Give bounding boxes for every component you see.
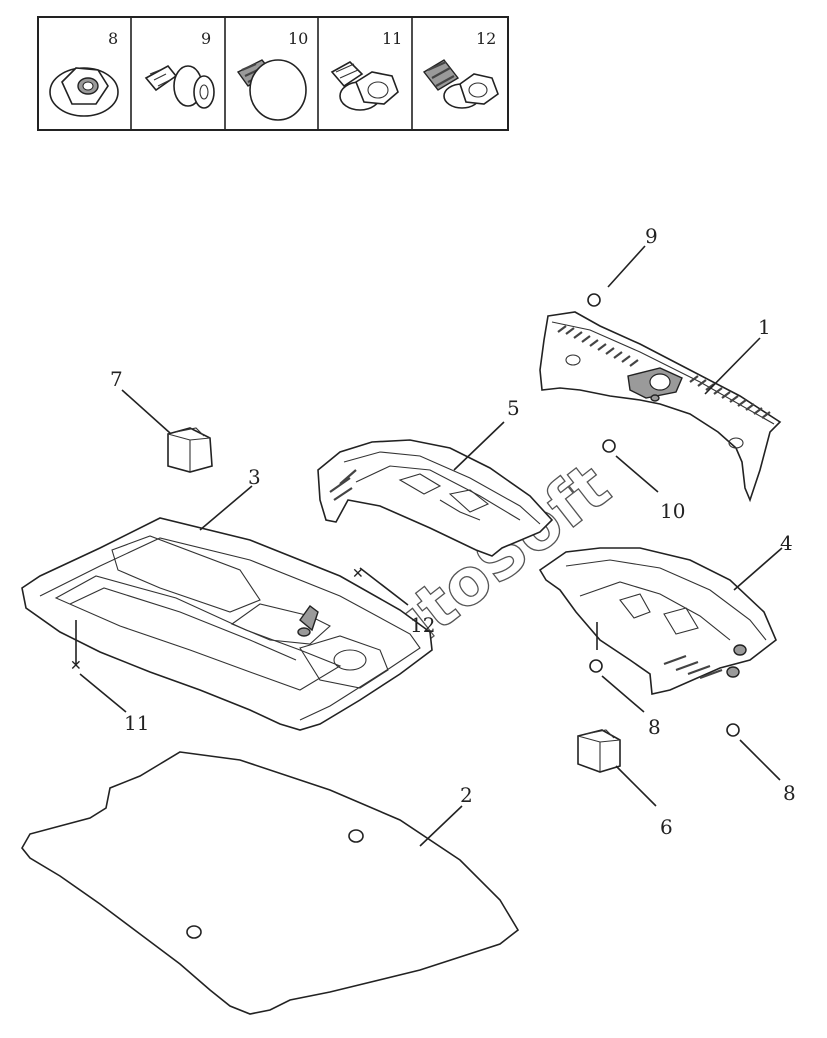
trim-clip-icon <box>236 59 307 121</box>
bolt-11-mark: ✕ <box>70 658 82 674</box>
callout-8a: 8 <box>648 715 661 739</box>
part-2-floor-mat <box>21 751 520 1015</box>
callout-3: 3 <box>248 465 261 489</box>
part-3-cargo-organizer <box>21 517 433 731</box>
part-7-clip <box>167 427 213 473</box>
callout-9: 9 <box>645 224 658 248</box>
legend-number-11: 11 <box>382 29 402 48</box>
part-6-clip <box>577 729 621 773</box>
callout-12: 12 <box>410 613 435 637</box>
ring-8a <box>589 659 603 673</box>
push-clip-icon <box>144 64 215 109</box>
part-4-storage-tray <box>538 547 777 695</box>
callout-11: 11 <box>124 711 149 735</box>
callout-5: 5 <box>507 396 520 420</box>
flange-bolt-icon <box>330 61 399 111</box>
callout-6: 6 <box>660 815 673 839</box>
legend-number-10: 10 <box>288 29 308 48</box>
callout-8b: 8 <box>783 781 796 805</box>
leader-lines <box>79 245 783 847</box>
part-1-trim-panel <box>539 311 782 503</box>
callout-7: 7 <box>110 367 123 391</box>
fastener-markers: ✕ ✕ <box>70 293 740 737</box>
screw-bolt-icon <box>422 59 499 109</box>
callout-2: 2 <box>460 783 473 807</box>
hardware-legend: 8 9 10 11 12 <box>37 16 509 131</box>
part-5-storage-tray <box>317 439 554 557</box>
legend-number-12: 12 <box>476 29 496 48</box>
ring-8b <box>726 723 740 737</box>
legend-number-9: 9 <box>201 29 211 48</box>
legend-number-8: 8 <box>108 29 118 48</box>
callout-10: 10 <box>660 499 685 523</box>
ring-10 <box>602 439 616 453</box>
flange-nut-icon <box>49 67 119 117</box>
callout-1: 1 <box>758 315 771 339</box>
callout-labels: 1 2 3 4 5 6 7 8 8 9 10 11 12 <box>110 224 796 839</box>
screw-12-mark: ✕ <box>352 566 364 582</box>
callout-4: 4 <box>780 531 793 555</box>
ring-9 <box>587 293 601 307</box>
